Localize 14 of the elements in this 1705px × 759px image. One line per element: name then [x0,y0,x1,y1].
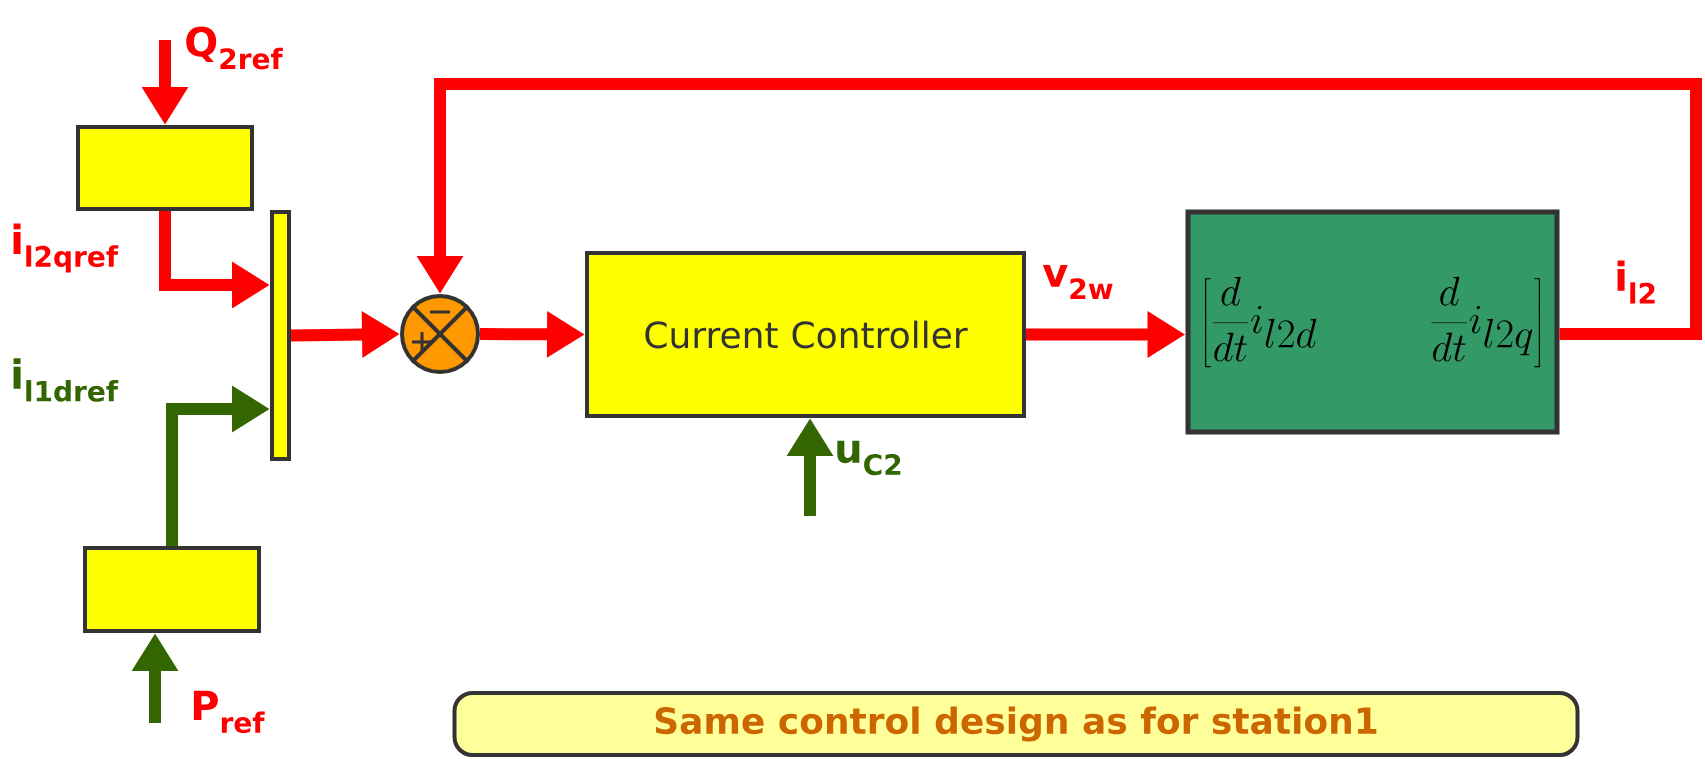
note-box: Same control design as for station1 [452,691,1580,757]
edge-label: v$_{2w}$ [1042,264,1113,300]
summing-junction [400,294,480,374]
block-box [76,125,254,211]
edge-label: i$_{l2}$ [1617,260,1655,304]
edge-label: i$_{l2qref}$ [13,223,119,273]
edge-label: Q$_{2ref}$ [186,26,283,70]
block-box [83,546,261,633]
mux-bar [270,210,291,461]
plant-box: $\left[\frac{d}{dt}i_{l2d}\qquad\frac{d}{dt}i_{l2q}\right]$ [1185,209,1560,435]
edge-label: u$_{C2}$ [837,440,901,476]
controller-box: Current Controller [585,251,1026,418]
edge-label: P$_{ref}$ [193,690,265,734]
edge-label: i$_{l1dref}$ [13,358,119,402]
